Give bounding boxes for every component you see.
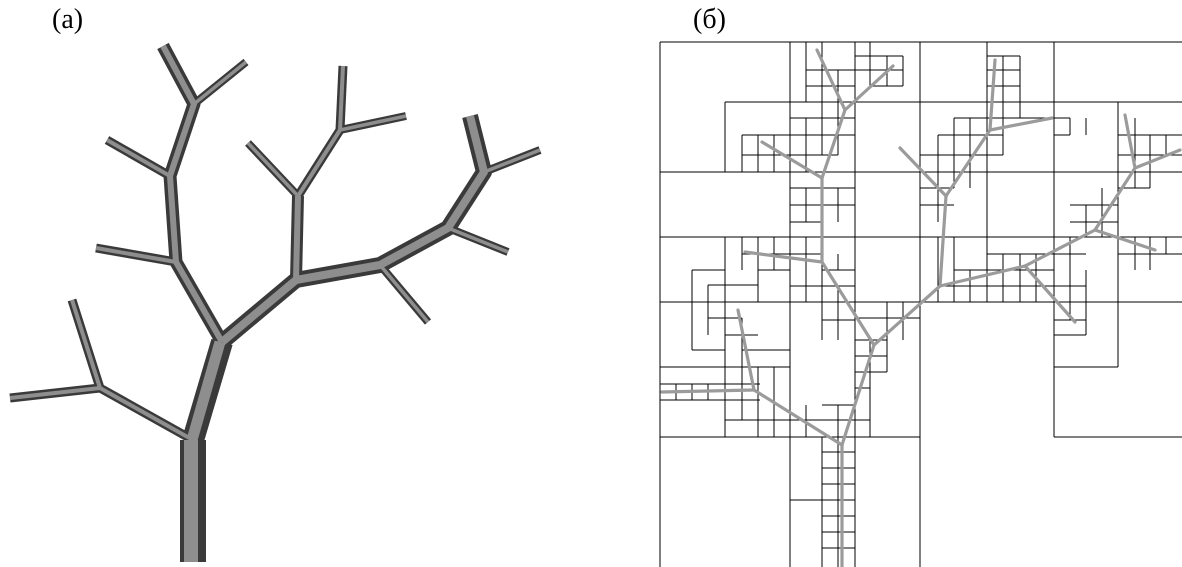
panel-b-label: (б) [693, 4, 726, 35]
quadtree-grid [659, 41, 1182, 567]
tree-3d [9, 42, 542, 562]
tree-skeleton [660, 48, 1182, 567]
panel-a-label: (а) [52, 4, 84, 35]
